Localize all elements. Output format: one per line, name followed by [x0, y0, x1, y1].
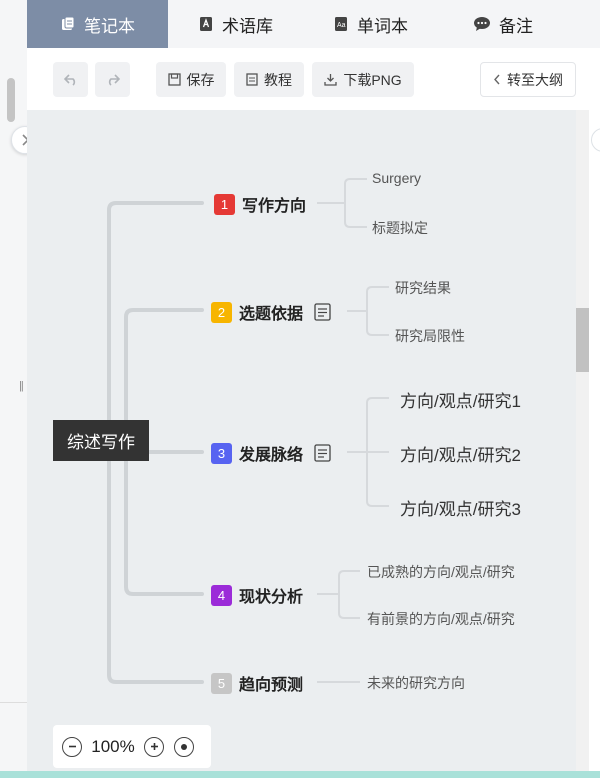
tab-terminology[interactable]: 术语库	[168, 0, 303, 48]
goto-outline-button[interactable]: 转至大纲	[480, 62, 576, 97]
tab-label: 笔记本	[84, 16, 135, 36]
book-icon	[198, 16, 214, 32]
branch-label: 写作方向	[242, 198, 307, 215]
branch-node-2[interactable]: 2 选题依据	[211, 300, 331, 324]
resize-handle[interactable]: ||	[19, 380, 24, 392]
zoom-out-button[interactable]	[62, 736, 82, 757]
redo-icon	[108, 73, 120, 86]
chevron-left-icon	[494, 74, 500, 85]
leaf-node[interactable]: 标题拟定	[372, 220, 428, 236]
branch-node-4[interactable]: 4 现状分析	[211, 583, 303, 607]
dictionary-icon: Aa	[333, 16, 349, 32]
zoom-control: 100%	[53, 725, 211, 768]
branch-node-1[interactable]: 1 写作方向	[214, 192, 306, 216]
tab-bar: 笔记本 术语库 Aa 单词本 备注	[27, 0, 600, 48]
comment-icon	[473, 16, 491, 32]
leaf-node[interactable]: 方向/观点/研究1	[400, 392, 521, 411]
collapse-toggle[interactable]	[591, 128, 600, 152]
download-icon	[324, 74, 337, 86]
branch-label: 选题依据	[239, 306, 304, 323]
leaf-node[interactable]: 有前景的方向/观点/研究	[367, 611, 515, 627]
undo-button[interactable]	[53, 62, 88, 97]
leaf-node[interactable]: 研究结果	[395, 280, 451, 296]
minus-icon	[68, 745, 76, 748]
recenter-button[interactable]	[174, 736, 194, 757]
undo-icon	[63, 73, 75, 86]
branch-node-5[interactable]: 5 趋向预测	[211, 671, 303, 695]
priority-badge: 3	[211, 442, 232, 464]
tab-label: 单词本	[357, 16, 408, 36]
branch-node-3[interactable]: 3 发展脉络	[211, 441, 331, 465]
leaf-node[interactable]: Surgery	[372, 170, 422, 186]
bottom-bar	[0, 771, 600, 778]
tab-vocabulary[interactable]: Aa 单词本	[303, 0, 438, 48]
note-icon[interactable]	[314, 303, 331, 321]
save-icon	[167, 73, 181, 86]
plus-icon	[150, 743, 158, 750]
document-icon	[246, 73, 258, 86]
right-panel-edge	[589, 110, 600, 778]
download-png-button[interactable]: 下载PNG	[312, 62, 414, 97]
mindmap-connectors	[107, 178, 389, 684]
tab-notebook[interactable]: 笔记本	[27, 0, 168, 48]
leaf-node[interactable]: 方向/观点/研究2	[400, 446, 521, 465]
branch-label: 现状分析	[239, 589, 304, 606]
branch-label: 趋向预测	[239, 677, 304, 694]
leaf-node[interactable]: 研究局限性	[395, 328, 465, 344]
note-icon[interactable]	[314, 444, 331, 462]
priority-badge: 5	[211, 672, 232, 694]
left-panel: ||	[0, 0, 27, 778]
tutorial-button[interactable]: 教程	[234, 62, 304, 97]
zoom-in-button[interactable]	[144, 736, 164, 757]
redo-button[interactable]	[95, 62, 130, 97]
leaf-node[interactable]: 未来的研究方向	[367, 675, 465, 691]
tab-label: 备注	[499, 16, 533, 36]
svg-text:Aa: Aa	[337, 22, 346, 29]
zoom-level: 100%	[91, 736, 135, 756]
target-icon	[181, 743, 187, 750]
scrollbar-thumb[interactable]	[576, 308, 589, 372]
notebook-icon	[60, 16, 76, 32]
priority-badge: 4	[211, 584, 232, 606]
tab-notes[interactable]: 备注	[438, 0, 568, 48]
leaf-node[interactable]: 方向/观点/研究3	[400, 500, 521, 519]
divider	[0, 702, 27, 703]
canvas-scrollbar[interactable]	[576, 110, 589, 778]
mindmap-canvas[interactable]: 综述写作 1 写作方向 Surgery 标题拟定 2 选题依据 研究结果 研究局…	[27, 110, 589, 778]
leaf-node[interactable]: 已成熟的方向/观点/研究	[367, 564, 515, 580]
branch-label: 发展脉络	[239, 447, 304, 464]
left-panel-scrollbar[interactable]	[7, 78, 15, 122]
tab-label: 术语库	[222, 16, 273, 36]
toolbar: 保存 教程 下载PNG 转至大纲	[27, 48, 587, 110]
root-node[interactable]: 综述写作	[53, 420, 149, 461]
priority-badge: 1	[214, 193, 235, 215]
priority-badge: 2	[211, 301, 232, 323]
save-button[interactable]: 保存	[156, 62, 226, 97]
